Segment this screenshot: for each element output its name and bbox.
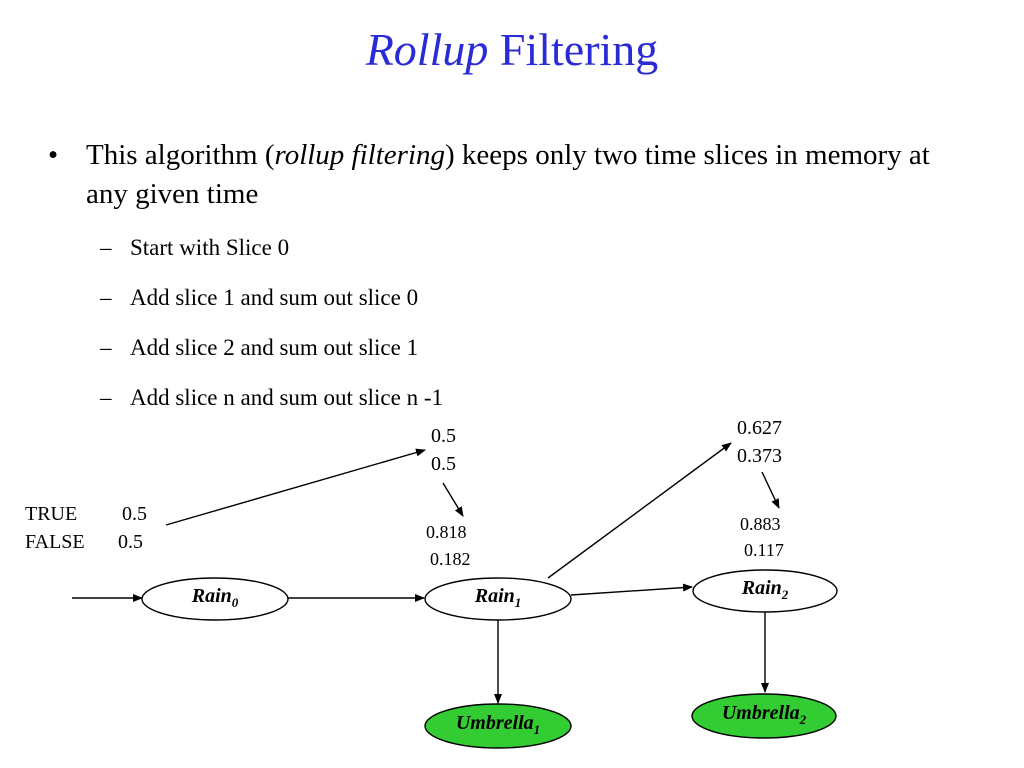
dash-1: –	[100, 235, 112, 260]
sub-bullet-4-text: Add slice n and sum out slice n -1	[130, 385, 444, 410]
rain0-label: Rain0	[142, 585, 288, 611]
prior-true-value: 0.5	[122, 503, 147, 525]
rain1-label: Rain1	[425, 585, 571, 611]
arrow-pred2-to-filt2	[761, 471, 780, 509]
sub-bullet-3-text: Add slice 2 and sum out slice 1	[130, 335, 419, 360]
arrow-rain1-to-pred2	[547, 442, 732, 579]
pred2-false: 0.373	[737, 445, 782, 467]
umbrella1-sub: 1	[533, 722, 541, 737]
sub-bullet-2: –Add slice 1 and sum out slice 0	[100, 284, 418, 312]
node-umbrella1	[424, 703, 572, 749]
rain1-name: Rain	[474, 585, 515, 607]
filt1-true: 0.818	[426, 522, 467, 542]
sub-bullet-1: –Start with Slice 0	[100, 234, 289, 262]
rain0-name: Rain	[191, 585, 232, 607]
pred1-false: 0.5	[431, 453, 456, 475]
sub-bullet-1-text: Start with Slice 0	[130, 235, 290, 260]
slide-title: Rollup Filtering	[0, 22, 1024, 77]
bullet-text-post: ) keeps only two time slices in memory a…	[86, 139, 930, 210]
filt2-false: 0.117	[744, 540, 784, 560]
arrow-pred1-to-filt1	[442, 482, 464, 517]
pred2-true: 0.627	[737, 417, 782, 439]
rain2-name: Rain	[741, 577, 782, 599]
node-rain0	[141, 577, 289, 621]
umbrella1-name: Umbrella	[455, 712, 534, 734]
filt1-false: 0.182	[430, 549, 471, 569]
bullet-mark: •	[48, 139, 59, 171]
prior-false-label: FALSE	[25, 531, 85, 553]
rain0-sub: 0	[231, 595, 239, 610]
title-rest: Filtering	[488, 24, 659, 75]
rain1-sub: 1	[514, 595, 522, 610]
sub-bullet-2-text: Add slice 1 and sum out slice 0	[130, 285, 419, 310]
bullet-text: This algorithm (rollup filtering) keeps …	[86, 136, 966, 214]
dash-4: –	[100, 385, 112, 410]
prior-true-label: TRUE	[25, 503, 78, 525]
umbrella2-sub: 2	[799, 712, 807, 727]
filt2-true: 0.883	[740, 514, 781, 534]
arrow-prior-to-pred1	[165, 448, 426, 526]
arrow-rain1-to-rain2	[570, 583, 693, 596]
bullet-text-pre: This algorithm (	[86, 139, 275, 171]
node-umbrella2	[691, 693, 837, 739]
node-rain1	[424, 577, 572, 621]
sub-bullet-4: –Add slice n and sum out slice n -1	[100, 384, 443, 412]
umbrella2-name: Umbrella	[721, 702, 800, 724]
umbrella2-label: Umbrella2	[692, 702, 836, 728]
pred1-true: 0.5	[431, 425, 456, 447]
dash-2: –	[100, 285, 112, 310]
sub-bullet-3: –Add slice 2 and sum out slice 1	[100, 334, 418, 362]
rain2-sub: 2	[781, 587, 789, 602]
dash-3: –	[100, 335, 112, 360]
title-italic: Rollup	[365, 24, 489, 75]
prior-false-value: 0.5	[118, 531, 143, 553]
umbrella1-label: Umbrella1	[425, 712, 571, 738]
node-rain2	[692, 569, 838, 613]
rain2-label: Rain2	[693, 577, 837, 603]
bullet-text-italic: rollup filtering	[274, 139, 446, 171]
